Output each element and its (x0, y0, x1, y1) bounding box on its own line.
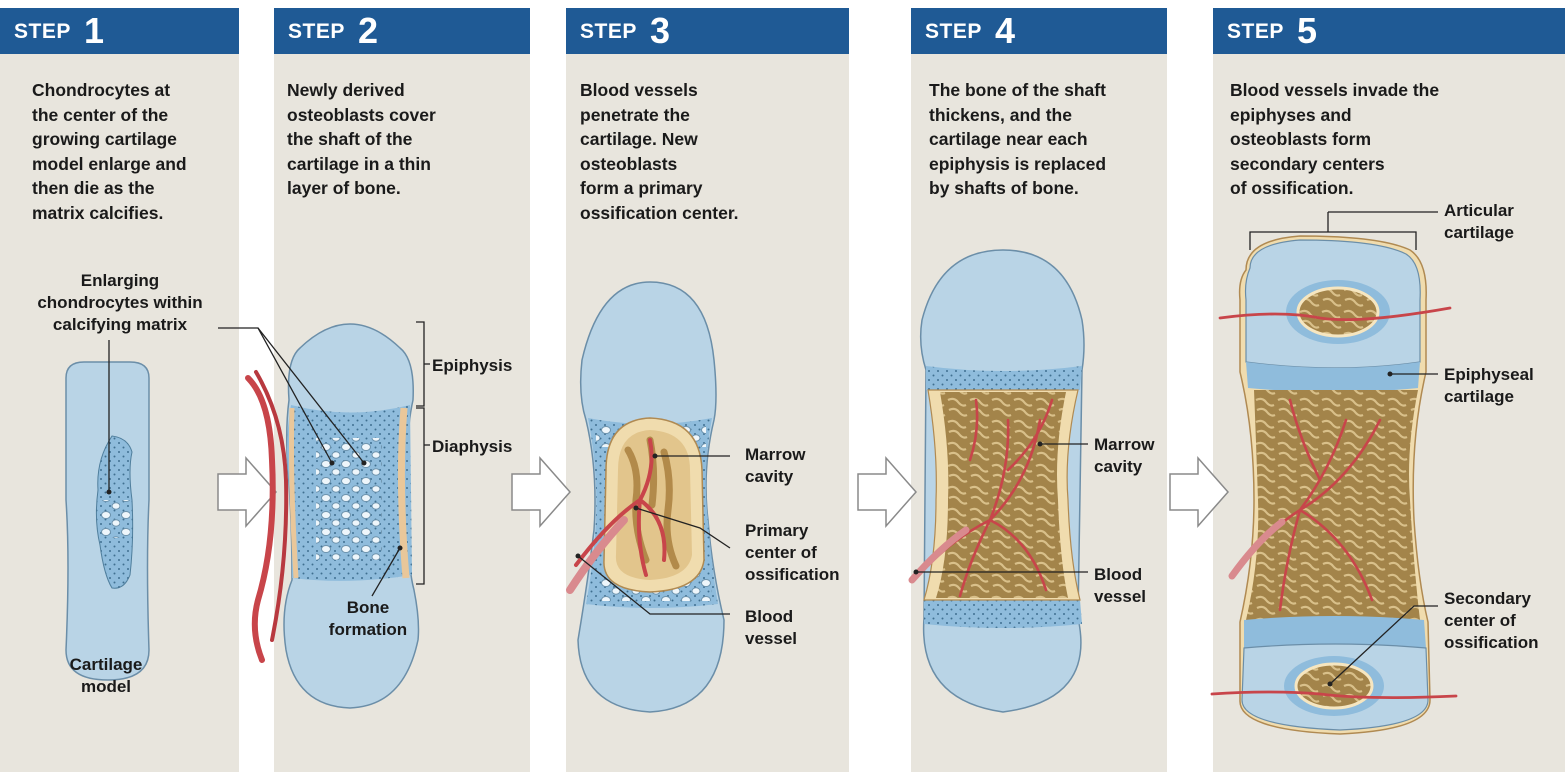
arrow-icon (1170, 458, 1228, 526)
secondary-center-label: Secondary center of ossification (1444, 588, 1538, 654)
cartilage-model-4 (912, 250, 1088, 712)
primary-center-label: Primary center of ossification (745, 520, 839, 586)
cartilage-model-1 (66, 340, 149, 680)
bone-formation-label: Bone formation (318, 597, 418, 641)
arrow-icon (858, 458, 916, 526)
diaphysis-label: Diaphysis (432, 436, 512, 458)
articular-cartilage-label: Articular cartilage (1444, 200, 1514, 244)
cartilage-model-label: Cartilage model (56, 654, 156, 698)
epiphyseal-cartilage-label: Epiphyseal cartilage (1444, 364, 1534, 408)
cartilage-model-3 (570, 282, 730, 712)
arrow-icon (218, 458, 276, 526)
marrow-cavity-label-step-4: Marrow cavity (1094, 434, 1154, 478)
enlarging-chondrocytes-label: Enlarging chondrocytes within calcifying… (0, 270, 240, 336)
epiphysis-label: Epiphysis (432, 355, 512, 377)
marrow-cavity-label-step-3: Marrow cavity (745, 444, 805, 488)
cartilage-model-5 (1212, 212, 1456, 734)
blood-vessel-label-step-4: Blood vessel (1094, 564, 1146, 608)
blood-vessel-label-step-3: Blood vessel (745, 606, 797, 650)
arrow-icon (512, 458, 570, 526)
